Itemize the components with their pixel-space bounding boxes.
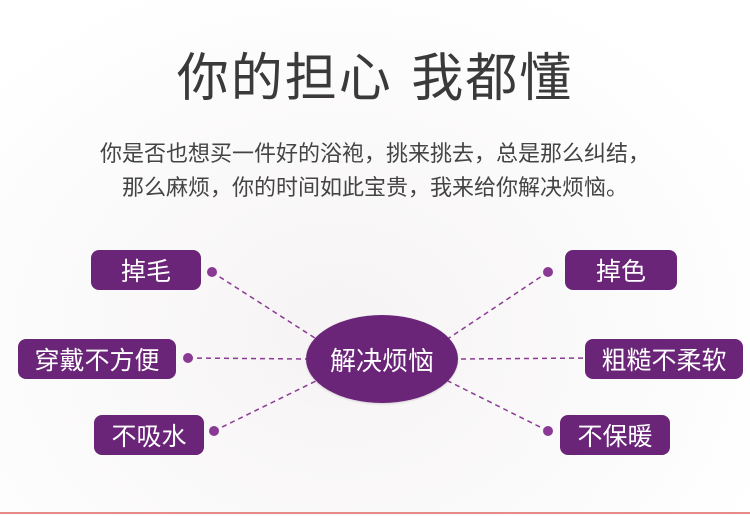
connector-dot-left-bottom [209, 426, 219, 436]
connector-left-bottom [213, 379, 319, 432]
tag-inconvenient-to-wear: 穿戴不方便 [18, 339, 176, 379]
connector-right-top [445, 271, 549, 341]
connector-dot-right-bottom [543, 426, 553, 436]
tag-shedding: 掉毛 [91, 250, 201, 290]
connector-right-bottom [445, 379, 549, 432]
connector-right-middle [457, 357, 593, 360]
tag-not-absorbent: 不吸水 [94, 415, 204, 455]
tag-rough-not-soft: 粗糙不柔软 [585, 339, 743, 379]
page-title: 你的担心 我都懂 [176, 49, 574, 109]
subtitle-line-1: 你是否也想买一件好的浴袍，挑来挑去，总是那么纠结， [99, 142, 650, 167]
tag-color-fading: 掉色 [565, 250, 677, 290]
connector-left-top [211, 271, 319, 341]
center-bubble: 解决烦恼 [306, 315, 458, 403]
connector-dot-left-middle [183, 353, 193, 363]
bottom-divider [0, 512, 750, 514]
connector-left-middle [187, 357, 307, 360]
connector-dot-left-top [207, 267, 217, 277]
connector-dot-right-top [543, 267, 553, 277]
subtitle-line-2: 那么麻烦，你的时间如此宝贵，我来给你解决烦恼。 [121, 176, 628, 201]
tag-not-warm: 不保暖 [560, 415, 670, 455]
